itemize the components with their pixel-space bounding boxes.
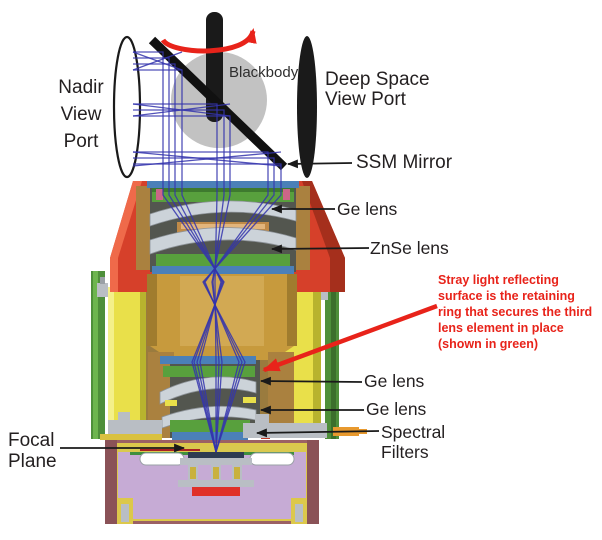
label-ge-lens-fourth: Ge lens	[366, 399, 427, 419]
instrument-body	[91, 181, 367, 524]
znse-lens-element	[149, 227, 297, 255]
ge-lens-3	[159, 376, 257, 405]
label-focal-plane: Focal Plane	[8, 430, 57, 472]
label-arrows	[60, 159, 438, 453]
label-znse-lens: ZnSe lens	[370, 238, 449, 258]
stray-light-arrow	[262, 303, 438, 373]
label-ge-lens-third: Ge lens	[364, 371, 425, 391]
ssm-mirror-arrow	[286, 159, 353, 169]
label-blackbody: Blackbody	[229, 64, 299, 81]
ssm-mirror-element	[148, 36, 288, 171]
label-deep-space-view-port: Deep Space View Port	[325, 69, 430, 110]
znse-lens-arrow	[270, 244, 370, 254]
ge-lens-3-arrow	[259, 376, 363, 386]
label-ssm-mirror: SSM Mirror	[356, 152, 453, 173]
outer-green-walls	[91, 271, 339, 439]
nadir-port-aperture	[112, 35, 142, 179]
optical-rays	[132, 51, 282, 453]
spectral-filters-arrow	[255, 428, 380, 438]
label-nadir-view-port: Nadir View Port	[58, 77, 104, 152]
label-stray-light-note: Stray light reflecting surface is the re…	[438, 273, 593, 351]
label-ge-lens-top: Ge lens	[337, 199, 398, 219]
label-spectral-filters: Spectral Filters	[381, 422, 446, 462]
focal-plane-element	[188, 452, 244, 458]
retaining-ring-green	[163, 366, 255, 377]
spectral-filters-element	[172, 432, 248, 440]
rotation-arrow	[160, 28, 257, 54]
deep-space-port-aperture	[297, 36, 317, 178]
focal-plane-housing	[105, 440, 319, 524]
